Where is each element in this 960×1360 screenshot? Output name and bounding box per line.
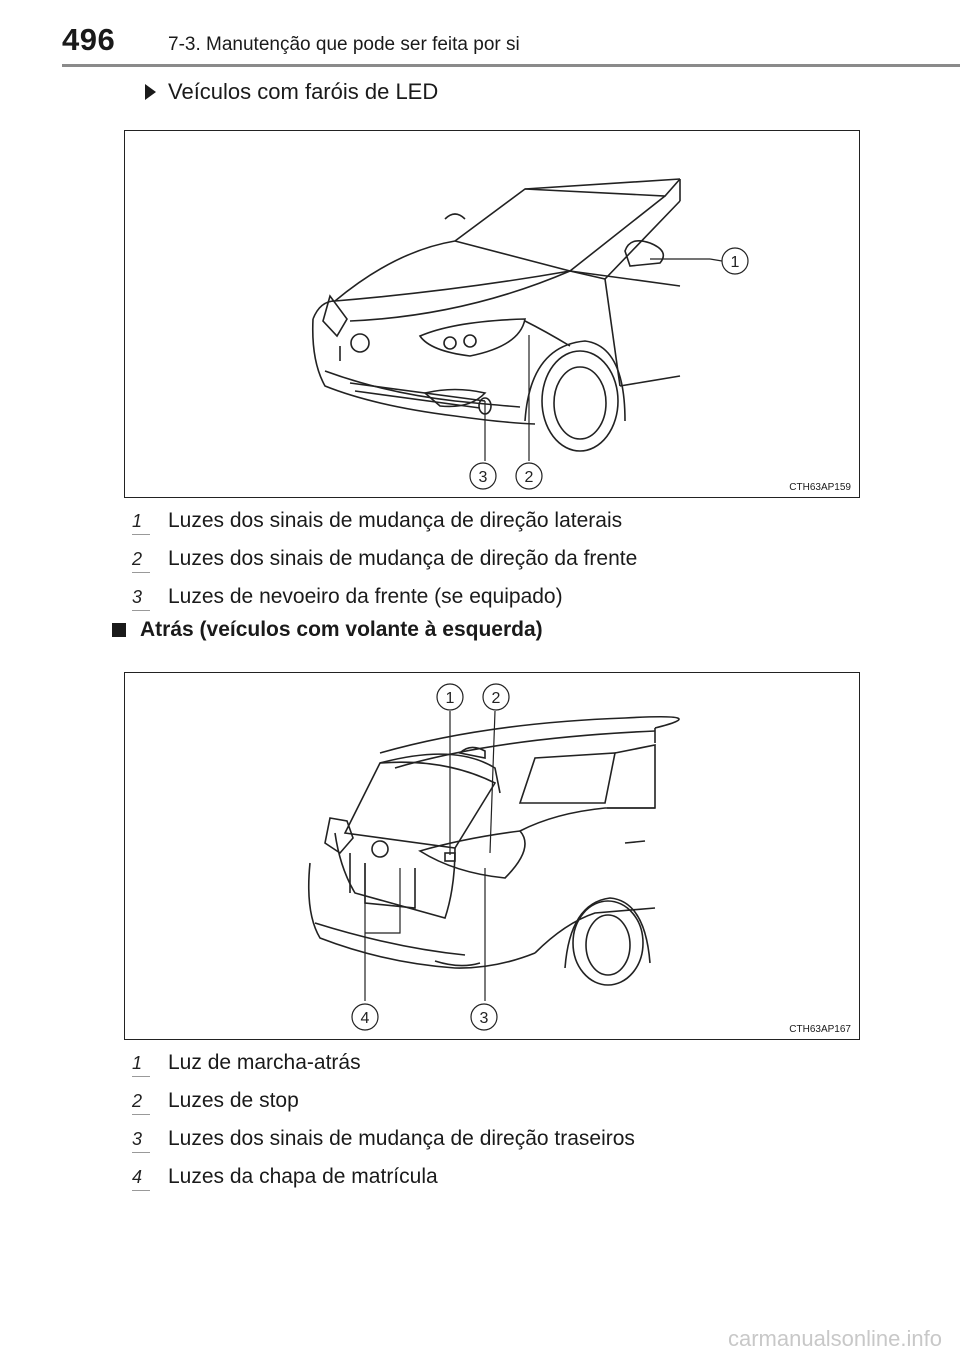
callout-3-label: 3 [479,469,488,486]
item-number: 2 [132,1091,158,1115]
item-text: Luzes dos sinais de mudança de direção d… [168,547,638,570]
callout-4-label: 4 [361,1010,370,1027]
item-text: Luzes de nevoeiro da frente (se equipado… [168,585,563,608]
subheading-text: Veículos com faróis de LED [168,79,439,104]
figure-code: CTH63AP167 [789,1024,851,1035]
list-item: 3 Luzes dos sinais de mudança de direção… [132,1120,635,1158]
triangle-bullet-icon [145,84,156,100]
item-text: Luzes dos sinais de mudança de direção t… [168,1127,635,1150]
header-divider [62,64,960,67]
section-title: 7-3. Manutenção que pode ser feita por s… [168,34,520,55]
item-number: 1 [132,511,158,535]
front-car-illustration: 1 2 3 [311,178,749,490]
list-item: 2 Luzes dos sinais de mudança de direção… [132,540,637,578]
page-number: 496 [62,22,116,57]
rear-car-figure: 1 2 3 4 CTH63AP167 [124,672,860,1040]
list-item: 1 Luzes dos sinais de mudança de direção… [132,502,637,540]
item-number: 3 [132,1129,158,1153]
list-item: 1 Luz de marcha-atrás [132,1044,635,1082]
callout-1-label: 1 [446,690,455,707]
list-item: 2 Luzes de stop [132,1082,635,1120]
square-bullet-icon [112,623,126,637]
item-number: 1 [132,1053,158,1077]
subheading-led: Veículos com faróis de LED [145,79,438,105]
item-number: 2 [132,549,158,573]
callout-3-circle [470,1003,498,1031]
callout-3-label: 3 [480,1010,489,1027]
callout-1-circle [436,683,464,711]
list-item: 4 Luzes da chapa de matrícula [132,1158,635,1196]
callout-2-circle [482,683,510,711]
rear-section-heading: Atrás (veículos com volante à esquerda) [112,618,543,642]
callout-3-circle [469,462,497,490]
item-text: Luzes dos sinais de mudança de direção l… [168,509,623,532]
item-number: 3 [132,587,158,611]
front-lights-list: 1 Luzes dos sinais de mudança de direção… [132,502,637,616]
item-number: 4 [132,1167,158,1191]
rear-heading-text: Atrás (veículos com volante à esquerda) [140,618,543,641]
callout-2-label: 2 [492,690,501,707]
front-car-figure: 1 2 3 CTH63AP159 [124,130,860,498]
item-text: Luzes da chapa de matrícula [168,1165,438,1188]
figure-code: CTH63AP159 [789,482,851,493]
list-item: 3 Luzes de nevoeiro da frente (se equipa… [132,578,637,616]
rear-car-illustration: 1 2 3 4 [307,683,680,1031]
item-text: Luzes de stop [168,1089,299,1112]
rear-lights-list: 1 Luz de marcha-atrás 2 Luzes de stop 3 … [132,1044,635,1196]
watermark: carmanualsonline.info [727,1326,942,1351]
item-text: Luz de marcha-atrás [168,1051,361,1074]
callout-2-circle [515,462,543,490]
page-header: 496 7-3. Manutenção que pode ser feita p… [0,0,960,67]
callout-1-label: 1 [731,254,740,271]
callout-4-circle [351,1003,379,1031]
callout-2-label: 2 [525,469,534,486]
